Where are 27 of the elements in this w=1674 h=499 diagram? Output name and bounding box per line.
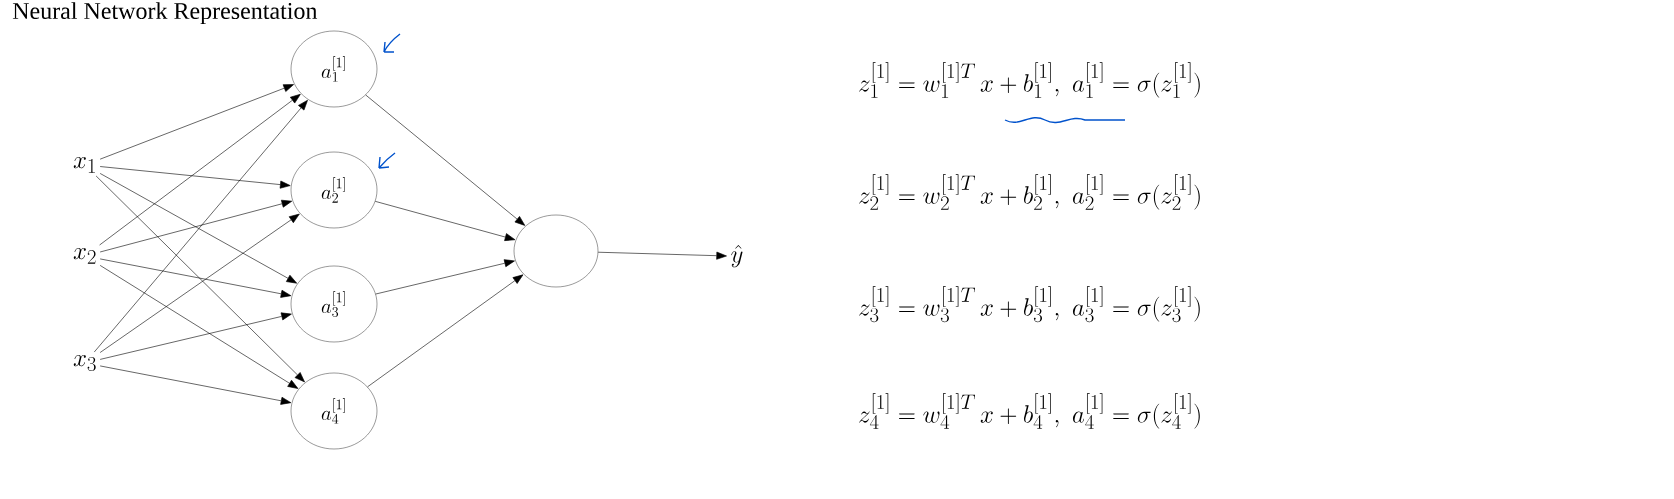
arrow <box>99 199 293 253</box>
arrow <box>99 84 294 160</box>
variable-label: $x_1$ <box>73 157 95 173</box>
variable-label: $x_3$ <box>73 355 96 372</box>
variable-label: $x_2$ <box>73 248 96 264</box>
arrow <box>99 258 292 298</box>
variable-label: $\hat{y}$ <box>731 244 743 268</box>
title: Neural Network Representation <box>12 2 318 24</box>
arrow <box>99 312 292 360</box>
equation: $z_4^{[1]} = w_4^{[1]T}\,x + b_4^{[1]},\ a_4^{[1]} = \sigma(z_4^{[1]})$ <box>859 393 1200 429</box>
arrow <box>375 259 515 295</box>
arrow <box>99 166 291 189</box>
arrow <box>374 201 516 241</box>
arrow <box>367 274 524 388</box>
arrow <box>597 251 727 260</box>
arrow <box>93 99 308 353</box>
arrow <box>99 265 299 389</box>
arrow <box>99 365 292 405</box>
equation: $z_2^{[1]} = w_2^{[1]T}\,x + b_2^{[1]},\ a_2^{[1]} = \sigma(z_2^{[1]})$ <box>859 174 1200 210</box>
arrow <box>99 213 300 353</box>
neuron-circle <box>513 214 599 288</box>
arrow <box>95 175 305 383</box>
arrow <box>99 173 297 284</box>
arrow <box>99 93 301 246</box>
equation: $z_1^{[1]} = w_1^{[1]T}\,x + b_1^{[1]},\ a_1^{[1]} = \sigma(z_1^{[1]})$ <box>859 62 1200 98</box>
equation: $z_3^{[1]} = w_3^{[1]T}\,x + b_3^{[1]},\ a_3^{[1]} = \sigma(z_3^{[1]})$ <box>859 286 1200 323</box>
arrow <box>365 94 526 226</box>
